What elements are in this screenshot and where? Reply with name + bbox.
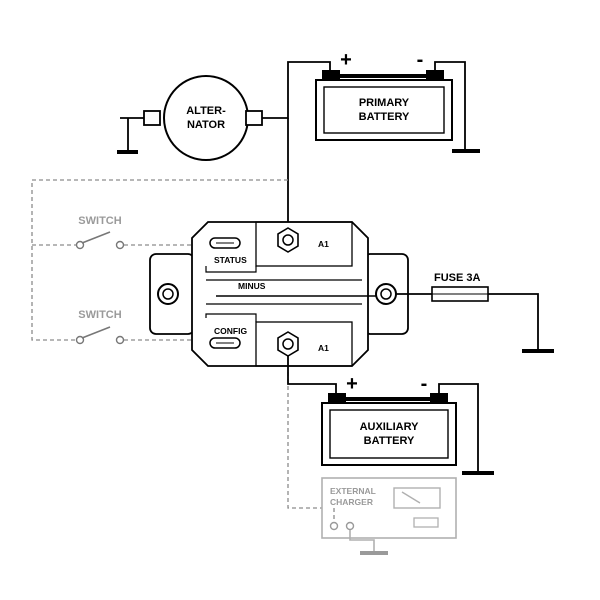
alternator-ground (117, 118, 138, 154)
terminal-a1-top-label: A1 (318, 239, 329, 249)
relay-to-auxiliary-wire (287, 356, 337, 393)
switch-bottom-lever (81, 326, 111, 339)
relay-status-bracket (205, 266, 257, 273)
auxiliary-negative-wire (438, 383, 479, 472)
status-label: STATUS (214, 255, 247, 265)
auxiliary-negative-terminal (430, 393, 448, 403)
primary-positive-terminal (322, 70, 340, 80)
auxiliary-battery-body (321, 402, 457, 466)
dashed-wire-outer (31, 179, 288, 341)
terminal-a1-top-bolt (282, 234, 294, 246)
control-wiring (31, 179, 334, 509)
relay-terminal-block-top (255, 221, 353, 267)
auxiliary-battery-label-line1: AUXILIARY (360, 421, 420, 433)
config-label: CONFIG (214, 326, 247, 336)
primary-battery: + - PRIMARY BATTERY (315, 49, 453, 141)
charger-positive-post (329, 521, 339, 531)
primary-minus-sign: - (417, 49, 424, 71)
fuse-wire-right (488, 293, 539, 350)
primary-battery-label-line1: PRIMARY (359, 97, 410, 109)
alternator-to-primary-wire (262, 61, 331, 119)
switch-top-lever (81, 231, 111, 244)
minus-label: MINUS (238, 281, 266, 291)
dashed-wire-charger (287, 372, 334, 509)
fuse-ground-bar (522, 349, 554, 353)
charger-label-line1: EXTERNAL (330, 486, 376, 496)
relay-unit: STATUS MINUS CONFIG A1 A1 (149, 221, 409, 367)
alternator-label-line2: NATOR (187, 119, 225, 131)
ground-bar (117, 150, 138, 154)
primary-battery-top-strip (340, 74, 426, 78)
auxiliary-minus-sign: - (421, 373, 428, 395)
switch-top-contact-left (75, 240, 85, 250)
primary-plus-sign: + (340, 49, 352, 71)
switch-bottom-contact-left (75, 335, 85, 345)
charger-meter-needle (401, 491, 421, 504)
switch-bottom-contact-right (115, 335, 125, 345)
switch-bottom-label: SWITCH (78, 309, 121, 321)
charger-ground-wire (349, 530, 375, 552)
relay-config-bracket (205, 313, 257, 322)
charger-label-line2: CHARGER (330, 497, 373, 507)
auxiliary-plus-sign: + (346, 373, 358, 395)
auxiliary-positive-terminal (328, 393, 346, 403)
terminal-a1-bottom-bolt (282, 338, 294, 350)
auxiliary-battery-top-strip (346, 397, 430, 401)
primary-negative-wire (434, 61, 466, 150)
mounting-hole-left-inner (162, 288, 174, 300)
charger-meter (393, 487, 441, 509)
alternator-body (163, 75, 249, 161)
auxiliary-battery-label-line2: BATTERY (364, 435, 415, 447)
auxiliary-battery-label-panel (329, 409, 449, 459)
charger-indicator (413, 517, 439, 528)
primary-battery-label-panel (323, 86, 445, 134)
switch-top: SWITCH (75, 215, 125, 250)
minus-terminal-right-inner (380, 288, 392, 300)
switch-top-label: SWITCH (78, 215, 121, 227)
primary-negative-terminal (426, 70, 444, 80)
switch-bottom: SWITCH (75, 309, 125, 345)
fuse-label: FUSE 3A (434, 272, 481, 284)
switch-top-contact-right (115, 240, 125, 250)
alternator: ALTER- NATOR (120, 75, 263, 161)
charger-negative-post (345, 521, 355, 531)
charger-ground-bar (360, 551, 388, 555)
relay-terminal-block-bottom (255, 321, 353, 367)
primary-battery-body (315, 79, 453, 141)
primary-ground (434, 61, 480, 153)
fuse-circuit: FUSE 3A (396, 272, 554, 353)
primary-ground-bar (452, 149, 480, 153)
primary-battery-label-line2: BATTERY (359, 111, 410, 123)
external-charger: EXTERNAL CHARGER (321, 477, 457, 555)
auxiliary-battery: + - AUXILIARY BATTERY (321, 373, 457, 466)
terminal-a1-bottom-label: A1 (318, 343, 329, 353)
alternator-terminal-right (245, 110, 263, 126)
alternator-label-line1: ALTER- (186, 105, 226, 117)
alternator-terminal-left (143, 110, 161, 126)
auxiliary-ground-bar (462, 471, 494, 475)
auxiliary-ground (438, 383, 494, 475)
